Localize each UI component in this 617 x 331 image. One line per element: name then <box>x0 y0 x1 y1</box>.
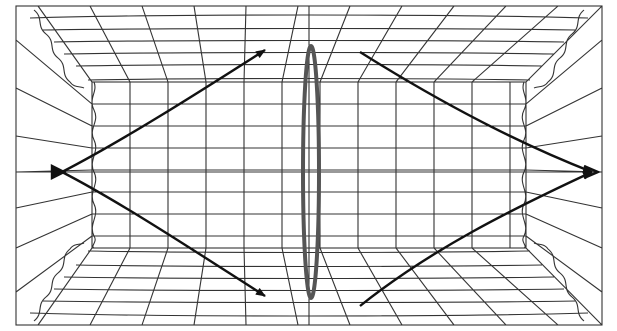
wavy-outer-left-bottom <box>34 243 84 321</box>
perspective-right-6 <box>526 214 602 248</box>
perspective-left-1 <box>16 40 92 104</box>
perspective-bottom-7 <box>320 248 350 325</box>
perspective-top-2 <box>90 6 130 82</box>
perspective-bottom-6 <box>282 248 298 325</box>
perspective-bottom-2 <box>90 248 130 325</box>
perspective-right-3 <box>526 136 602 148</box>
light-rays <box>52 50 598 306</box>
perspective-right-5 <box>526 192 602 208</box>
perspective-bottom-11 <box>472 248 558 325</box>
perspective-right-1 <box>526 40 602 104</box>
perspective-top-8 <box>358 6 402 82</box>
perspective-top-7 <box>320 6 350 82</box>
wavy-left-boundary <box>92 82 96 248</box>
perspective-bottom-3 <box>142 248 168 325</box>
perspective-left-5 <box>16 192 92 208</box>
perspective-bottom-5 <box>244 248 246 325</box>
perspective-left-3 <box>16 136 92 148</box>
ray-top-to-right <box>360 52 592 172</box>
perspective-left-6 <box>16 214 92 248</box>
perspective-top-5 <box>244 6 246 82</box>
perspective-bottom-4 <box>194 248 206 325</box>
perspective-top-6 <box>282 6 298 82</box>
perspective-top-11 <box>472 6 558 82</box>
perspective-top-4 <box>194 6 206 82</box>
perspective-bottom-8 <box>358 248 402 325</box>
wavy-right-boundary <box>522 82 526 248</box>
perspective-top-3 <box>142 6 168 82</box>
